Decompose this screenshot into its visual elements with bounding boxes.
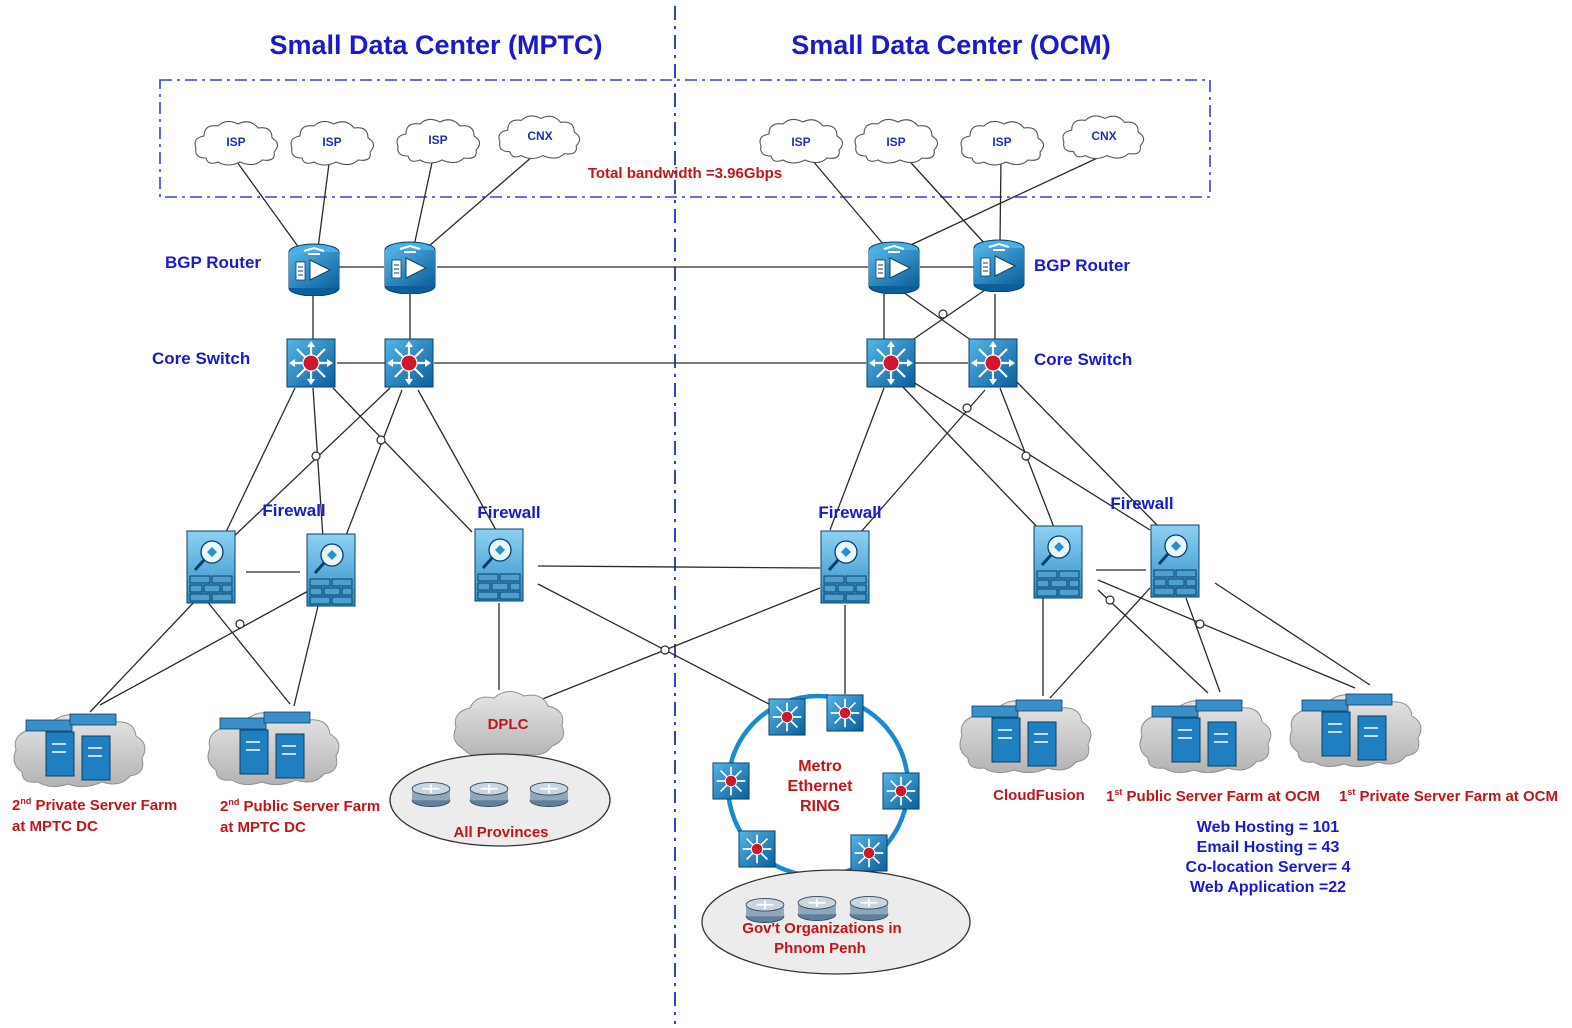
isp-label: ISP — [226, 135, 245, 149]
stat-email-hosting: Email Hosting = 43 — [1197, 839, 1340, 856]
cloudfusion-label: CloudFusion — [993, 787, 1085, 804]
mptc-private-farm-label: 2nd Private Server Farm — [12, 796, 177, 814]
router-icon — [469, 781, 509, 808]
core-switch-icon — [384, 338, 434, 388]
bgp-router-icon — [973, 239, 1025, 292]
firewall-icon — [306, 533, 356, 607]
stat-colocation: Co-location Server= 4 — [1186, 859, 1351, 876]
ring-switch-icon — [850, 834, 888, 872]
ring-switch-icon — [738, 830, 776, 868]
bgp-router-icon — [384, 241, 436, 294]
bgp-router-icon — [288, 243, 340, 296]
server-farm-icon — [13, 713, 146, 788]
cnx-label: CNX — [1091, 129, 1116, 143]
router-icon — [745, 897, 785, 924]
core-switch-icon — [286, 338, 336, 388]
firewall-label: Firewall — [262, 501, 325, 520]
metro-label-2: Ethernet — [788, 778, 854, 795]
ring-switch-icon — [712, 762, 750, 800]
ocm-private-farm-label: 1st Private Server Farm at OCM — [1339, 787, 1558, 805]
ring-switch-icon — [882, 772, 920, 810]
firewall-label: Firewall — [1110, 494, 1173, 513]
firewall-icon — [186, 530, 236, 604]
gov-label-1: Gov't Organizations in — [742, 920, 901, 937]
bgp-router-icon — [868, 241, 920, 294]
isp-label: ISP — [992, 135, 1011, 149]
bgp-router-label-right: BGP Router — [1034, 256, 1130, 275]
firewall-icon — [474, 528, 524, 602]
server-farm-icon — [207, 711, 340, 786]
mptc-public-farm-label-line2: at MPTC DC — [220, 819, 306, 836]
internet-zone-box — [159, 79, 1211, 198]
firewall-label: Firewall — [477, 503, 540, 522]
connections — [89, 149, 1371, 716]
title-mptc: Small Data Center (MPTC) — [269, 30, 602, 60]
mptc-private-farm-label-line2: at MPTC DC — [12, 818, 98, 835]
core-switch-label-right: Core Switch — [1034, 350, 1132, 369]
bgp-router-label-left: BGP Router — [165, 253, 261, 272]
router-icon — [529, 781, 569, 808]
firewall-icon — [820, 530, 870, 604]
core-switch-icon — [968, 338, 1018, 388]
isp-label: ISP — [886, 135, 905, 149]
metro-label-3: RING — [800, 798, 840, 815]
server-farm-icon — [1289, 693, 1422, 768]
server-farm-icon — [1139, 699, 1272, 774]
router-icon — [797, 895, 837, 922]
router-icon — [849, 895, 889, 922]
ring-switch-icon — [768, 698, 806, 736]
firewall-icon — [1033, 525, 1083, 599]
server-farm-icon — [959, 699, 1092, 774]
bandwidth-label: Total bandwidth =3.96Gbps — [588, 165, 782, 182]
stat-web-application: Web Application =22 — [1190, 879, 1346, 896]
cnx-label: CNX — [527, 129, 552, 143]
mptc-public-farm-label: 2nd Public Server Farm — [220, 797, 380, 815]
isp-label: ISP — [322, 135, 341, 149]
firewall-icon — [1150, 524, 1200, 598]
core-switch-icon — [866, 338, 916, 388]
ocm-public-farm-label: 1st Public Server Farm at OCM — [1106, 787, 1320, 805]
isp-label: ISP — [791, 135, 810, 149]
all-provinces-label: All Provinces — [453, 824, 548, 841]
gov-ellipse — [701, 869, 971, 975]
router-icon — [411, 781, 451, 808]
line-hops — [235, 309, 1205, 655]
core-switch-label-left: Core Switch — [152, 349, 250, 368]
title-ocm: Small Data Center (OCM) — [791, 30, 1111, 60]
ring-switch-icon — [826, 694, 864, 732]
metro-label-1: Metro — [798, 758, 842, 775]
dplc-label: DPLC — [488, 716, 529, 733]
stat-web-hosting: Web Hosting = 101 — [1197, 819, 1340, 836]
gov-label-2: Phnom Penh — [774, 940, 866, 957]
isp-label: ISP — [428, 133, 447, 147]
firewall-label: Firewall — [818, 503, 881, 522]
